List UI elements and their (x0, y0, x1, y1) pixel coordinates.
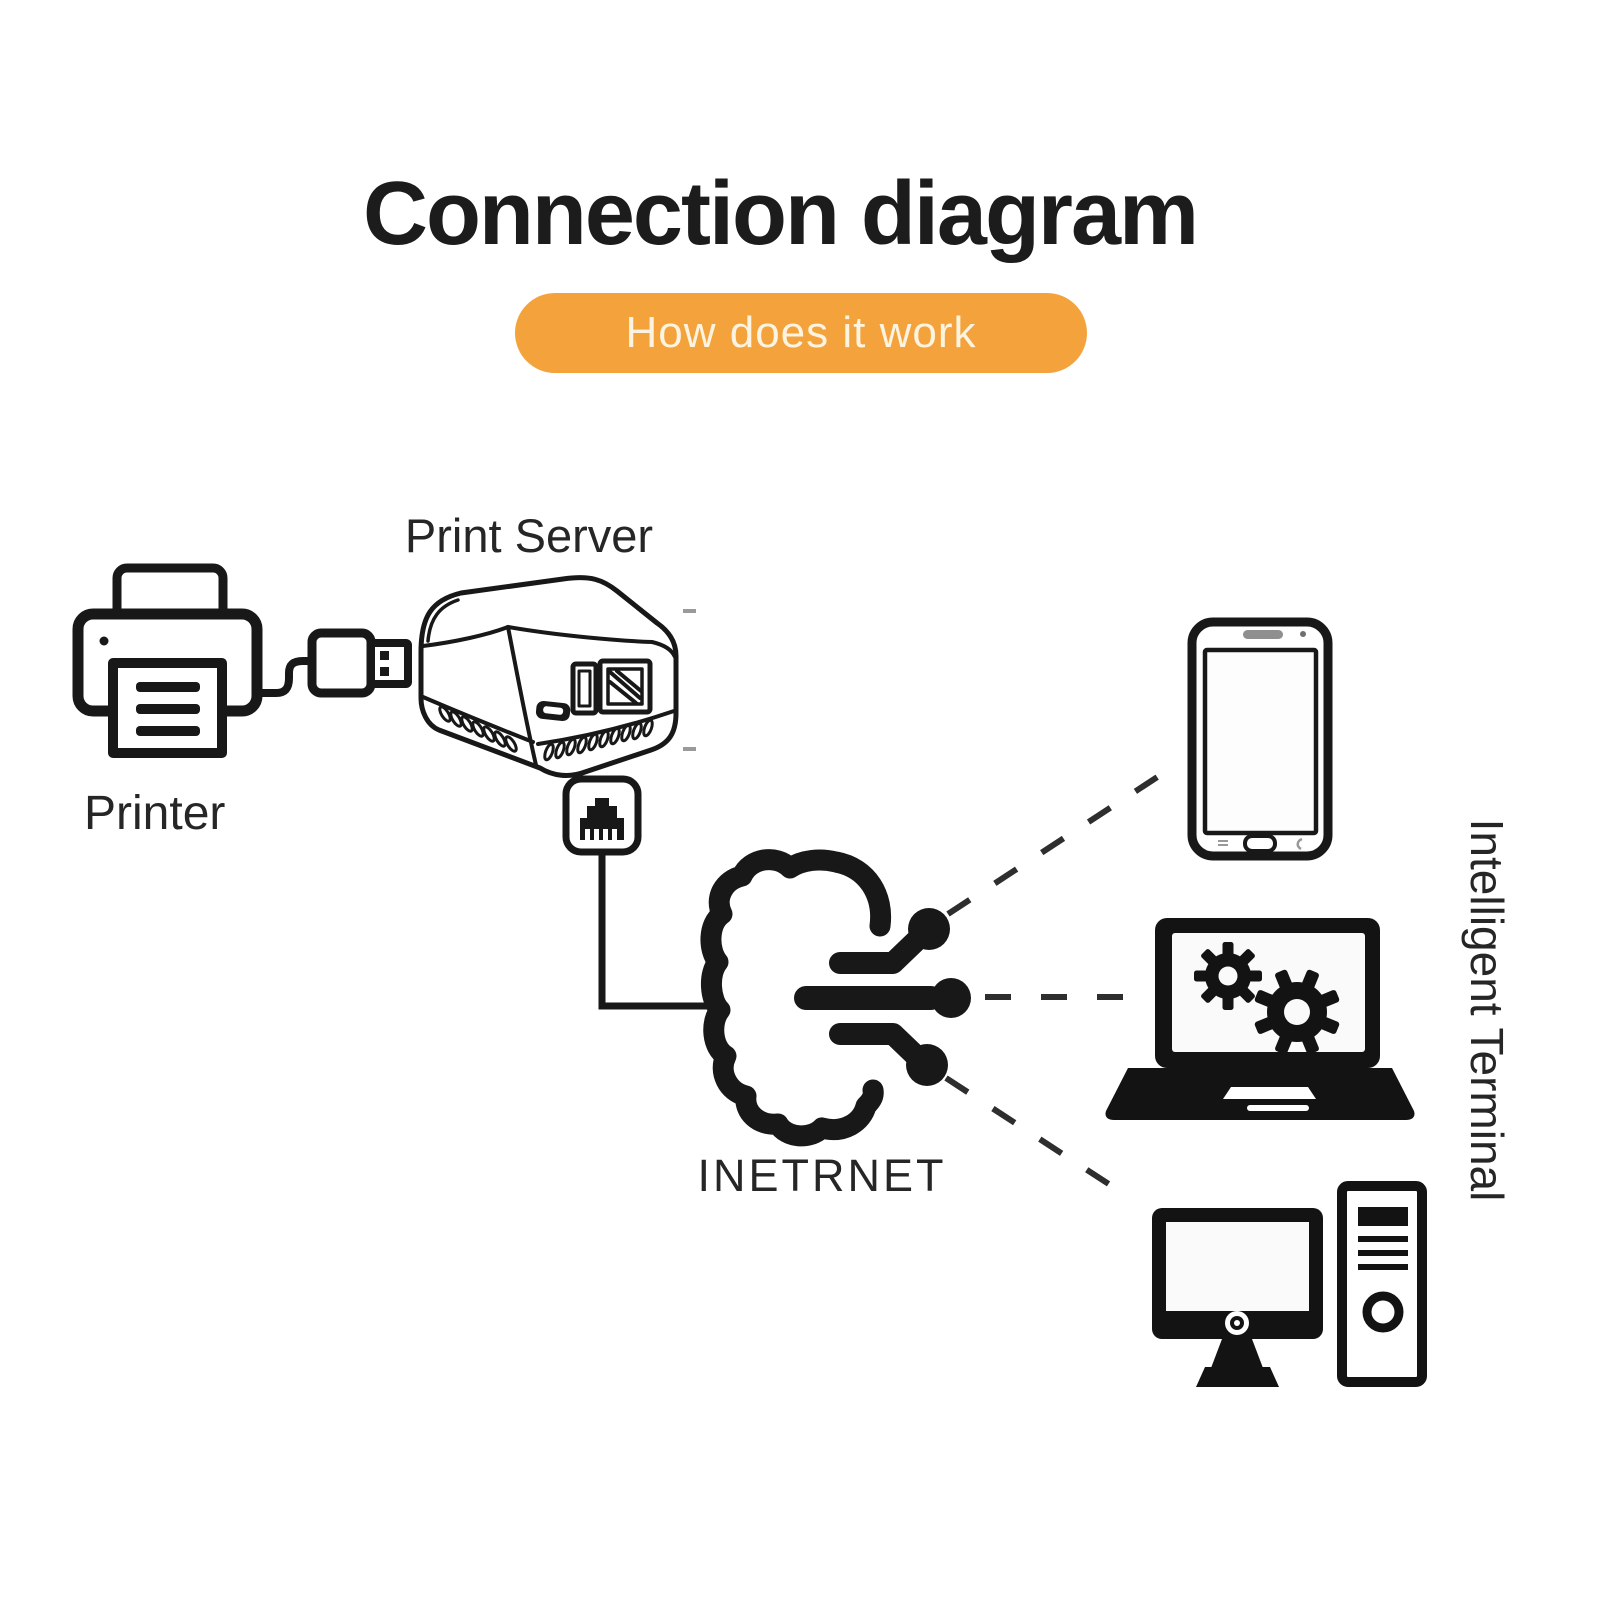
gear-icon (1194, 942, 1262, 1010)
dashed-link-desktop (944, 1075, 1126, 1197)
desktop-tower-icon (1337, 1181, 1427, 1387)
smartphone-icon (1187, 617, 1333, 861)
ethernet-socket (597, 658, 653, 715)
gear-icon (1254, 969, 1340, 1055)
print-server-icon (418, 575, 696, 778)
dash-artifact (683, 609, 696, 613)
page-title: Connection diagram (362, 164, 1199, 264)
intelligent-terminal-label: Intelligent Terminal (1461, 818, 1513, 1202)
vents-left (438, 705, 518, 753)
phone-speaker (1243, 630, 1283, 639)
tower-power-button (1362, 1291, 1404, 1333)
desktop-computer-icon (1152, 1181, 1427, 1387)
dash-artifact (683, 747, 696, 751)
laptop-icon (1105, 918, 1415, 1120)
printer-icon (72, 563, 263, 758)
cloud-circuit-traces (794, 927, 943, 1068)
phone-home-button (1243, 834, 1277, 853)
micro-usb-port (535, 700, 571, 722)
phone-menu-icon (1218, 840, 1228, 846)
phone-camera-dot (1300, 631, 1306, 637)
subtitle-badge-label: How does it work (625, 308, 977, 357)
internet-cloud-icon (700, 849, 971, 1147)
ethernet-cable-line (598, 852, 726, 1010)
cloud-node-dots (906, 908, 971, 1086)
monitor-stand (1211, 1339, 1263, 1368)
print-server-label: Print Server (404, 509, 654, 562)
vents-right (543, 718, 654, 762)
printer-label: Printer (84, 787, 226, 840)
subtitle-badge: How does it work (515, 293, 1087, 373)
printer-led-dot (99, 636, 109, 646)
monitor-screen (1166, 1222, 1309, 1311)
phone-screen (1202, 647, 1319, 836)
phone-back-icon (1296, 837, 1303, 851)
internet-label: INETRNET (697, 1150, 947, 1201)
usb-port (570, 661, 599, 716)
ethernet-port-icon (562, 775, 642, 856)
dashed-link-smartphone (946, 767, 1170, 917)
desktop-monitor-icon (1152, 1208, 1323, 1387)
usb-cable-icon (254, 628, 412, 698)
monitor-foot (1196, 1367, 1279, 1387)
